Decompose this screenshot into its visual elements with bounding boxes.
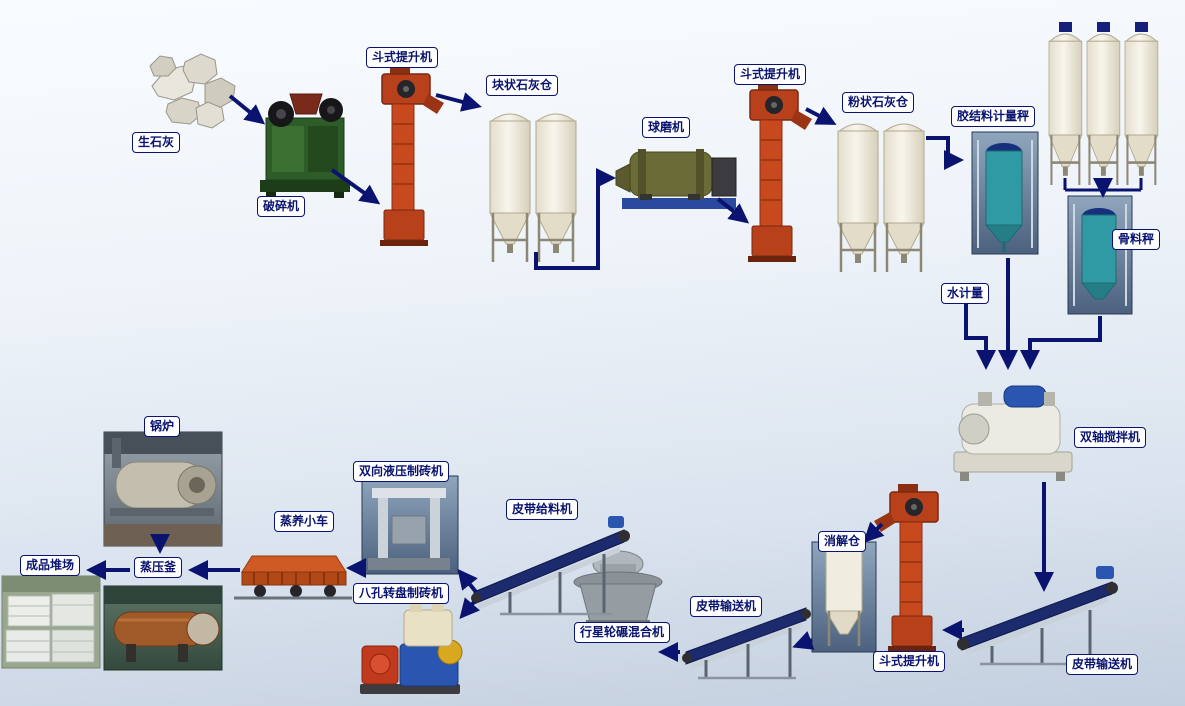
label-crusher: 破碎机 xyxy=(257,196,306,217)
hydraulic-brick-machine-image xyxy=(361,475,459,575)
label-block-lime-silo: 块状石灰仓 xyxy=(486,75,559,96)
steam-cart-image xyxy=(234,555,352,600)
bucket-elevator-3-image xyxy=(874,484,939,652)
arrow-quicklime-to-crusher xyxy=(228,94,266,125)
arrow-feeder-to-hydraulic-machine xyxy=(457,568,478,594)
arrow-elevator2-to-powder-silo xyxy=(805,106,837,125)
arrow-aggregate-scale-to-mixer xyxy=(1020,316,1102,370)
crusher-image xyxy=(260,93,350,198)
arrow-feeder-to-rotary-machine xyxy=(459,597,481,620)
label-quicklime: 生石灰 xyxy=(132,132,181,153)
label-autoclave: 蒸压釜 xyxy=(134,557,183,578)
arrow-digestion-to-mid-conveyor xyxy=(792,631,815,650)
belt-feeder-image xyxy=(471,516,630,616)
ball-mill-image xyxy=(615,149,737,209)
label-bucket-elevator-1: 斗式提升机 xyxy=(366,47,439,68)
arrow-elevator1-to-block-silo xyxy=(435,92,482,112)
powder-lime-silo-image xyxy=(836,122,926,274)
label-rotary-brick-machine: 八孔转盘制砖机 xyxy=(353,583,450,604)
flow-arrows xyxy=(86,92,1113,662)
label-belt-conveyor-right: 皮带输送机 xyxy=(1066,654,1139,675)
aggregate-scale-image xyxy=(1067,195,1133,315)
label-steam-cart: 蒸养小车 xyxy=(274,511,335,532)
twin-shaft-mixer-image xyxy=(953,385,1073,481)
label-ball-mill: 球磨机 xyxy=(642,117,691,138)
belt-conveyor-mid-image xyxy=(682,607,811,680)
label-product-yard: 成品堆场 xyxy=(20,555,81,576)
label-boiler: 锅炉 xyxy=(144,416,181,437)
digestion-silo-image xyxy=(811,541,877,653)
label-hydraulic-brick-machine: 双向液压制砖机 xyxy=(353,461,450,482)
bucket-elevator-1-image xyxy=(380,66,444,246)
arrow-ball-mill-to-elevator2 xyxy=(716,197,750,224)
binder-scale-image xyxy=(971,131,1039,255)
label-belt-feeder: 皮带给料机 xyxy=(506,499,579,520)
cement-silos-image xyxy=(1047,22,1160,187)
label-powder-lime-silo: 粉状石灰仓 xyxy=(842,92,915,113)
arrow-elevator3-to-digestion-silo xyxy=(863,521,885,543)
label-bucket-elevator-3: 斗式提升机 xyxy=(873,651,946,672)
label-planetary-mixer: 行星轮碾混合机 xyxy=(574,622,671,643)
quicklime-rocks-image xyxy=(149,53,236,129)
bucket-elevator-2-image xyxy=(748,82,812,262)
label-aggregate-scale: 骨料秤 xyxy=(1112,229,1161,250)
label-belt-conveyor-mid: 皮带输送机 xyxy=(690,596,763,617)
label-bucket-elevator-2: 斗式提升机 xyxy=(734,64,807,85)
arrow-water-meter-to-mixer xyxy=(964,302,996,370)
belt-conveyor-right-image xyxy=(957,566,1118,666)
autoclave-image xyxy=(103,585,223,671)
arrow-powder-silo-to-binder-scale xyxy=(926,136,964,170)
arrow-crusher-to-elevator1 xyxy=(330,168,381,205)
block-lime-silo-image xyxy=(488,112,578,264)
label-water-meter: 水计量 xyxy=(941,283,990,304)
product-yard-image xyxy=(1,575,101,669)
label-binder-scale: 胶结料计量秤 xyxy=(951,106,1036,127)
rotary-brick-machine-image xyxy=(360,598,463,694)
label-twin-shaft-mixer: 双轴搅拌机 xyxy=(1074,427,1147,448)
label-digestion-silo: 消解仓 xyxy=(818,531,867,552)
boiler-image xyxy=(103,431,223,547)
arrow-block-silo-to-ball-mill xyxy=(534,168,616,270)
